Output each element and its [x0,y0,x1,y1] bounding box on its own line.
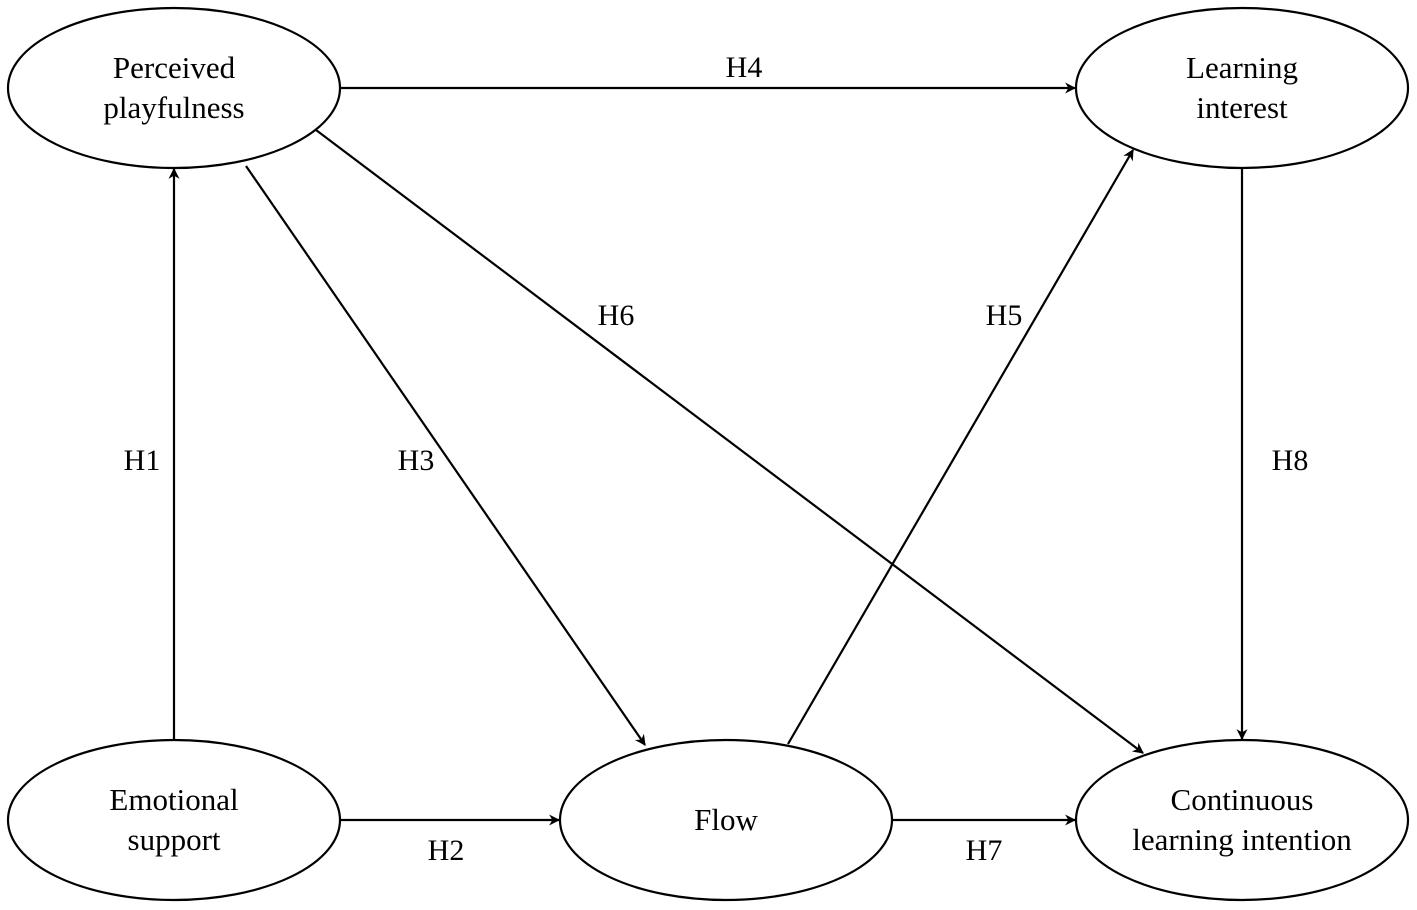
node-label-learning-interest-line-1: Learning [1186,50,1298,85]
node-label-emotional-support-line-1: Emotional [109,782,238,817]
node-learning-interest: Learning interest [1074,6,1410,170]
node-perceived-playfulness: Perceived playfulness [6,6,342,170]
node-flow: Flow [558,738,894,902]
edge-label-h3: H3 [398,444,435,477]
node-ellipse-emotional-support [6,738,342,902]
node-ellipse-learning-interest [1074,6,1410,170]
arrow-h3 [245,165,646,746]
edge-label-h5: H5 [986,299,1023,332]
edge-label-h4: H4 [726,51,763,84]
node-label-perceived-playfulness-line-1: Perceived [113,50,236,85]
node-continuous-learning-intention: Continuous learning intention [1074,738,1410,902]
node-ellipse-continuous-learning-intention [1074,738,1410,902]
node-ellipse-perceived-playfulness [6,6,342,170]
edge-label-h7: H7 [966,834,1003,867]
edge-label-h2: H2 [428,834,465,867]
node-label-continuous-learning-intention-line-2: learning intention [1132,822,1352,857]
arrow-h5 [787,149,1134,745]
node-label-flow-line-1: Flow [694,802,758,837]
node-label-continuous-learning-intention-line-1: Continuous [1171,782,1314,817]
node-label-emotional-support-line-2: support [128,822,221,857]
node-emotional-support: Emotional support [6,738,342,902]
node-ellipse-flow [558,738,894,902]
node-label-learning-interest-line-2: interest [1196,90,1288,125]
arrow-h6 [315,129,1144,754]
edge-label-h6: H6 [598,299,635,332]
node-label-perceived-playfulness-line-2: playfulness [103,90,244,125]
edge-label-h1: H1 [124,444,161,477]
edge-label-h8: H8 [1272,444,1309,477]
